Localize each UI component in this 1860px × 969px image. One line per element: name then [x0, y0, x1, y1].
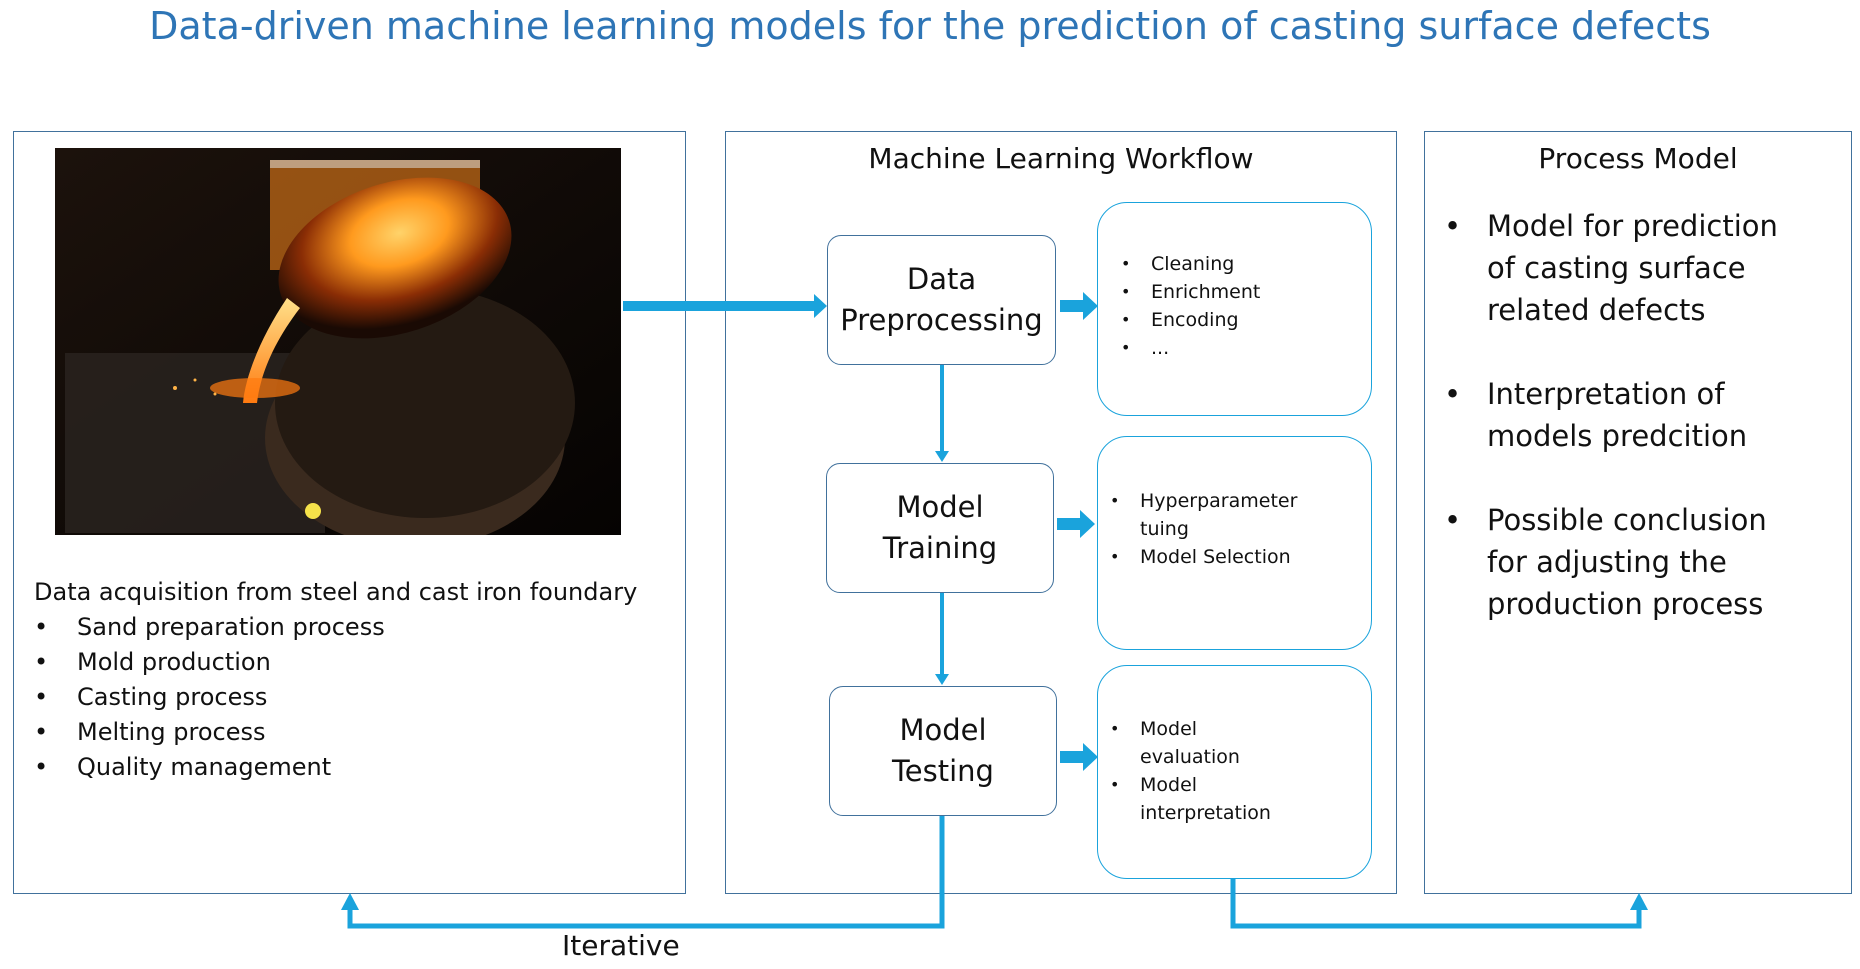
foundry-pouring-photo [55, 148, 621, 535]
acquisition-item: Casting process [34, 680, 637, 715]
diagram-title: Data-driven machine learning models for … [149, 4, 1711, 48]
acquisition-item: Quality management [34, 750, 637, 785]
detail-item: Model Selection [1098, 543, 1318, 571]
acquisition-item: Sand preparation process [34, 610, 637, 645]
arrow-to-process-model [1230, 879, 1642, 929]
detail-item: Model interpretation [1098, 771, 1298, 827]
detail-item: ... [1109, 334, 1371, 362]
testing-details: Model evaluation Model interpretation [1097, 665, 1372, 879]
acquisition-item: Melting process [34, 715, 637, 750]
detail-item: Encoding [1109, 306, 1371, 334]
workflow-title: Machine Learning Workflow [868, 142, 1254, 175]
ml-workflow-panel [725, 131, 1397, 894]
arrow-iterative-loop [347, 816, 945, 929]
data-acquisition-panel [13, 131, 686, 894]
preprocessing-details: Cleaning Enrichment Encoding ... [1097, 202, 1372, 416]
acquisition-list: Sand preparation process Mold production… [34, 610, 637, 785]
acquisition-item: Mold production [34, 645, 637, 680]
process-model-panel [1424, 131, 1852, 894]
arrow-testing-details [1060, 743, 1098, 771]
data-acquisition-text: Data acquisition from steel and cast iro… [34, 575, 637, 785]
arrow-preprocessing-details [1060, 292, 1098, 320]
process-model-item: Possible conclusion for adjusting the pr… [1444, 499, 1784, 625]
process-model-title: Process Model [1538, 142, 1738, 175]
arrow-training-details [1057, 510, 1095, 538]
training-details: Hyperparameter tuing Model Selection [1097, 436, 1372, 650]
arrow-preprocessing-training [940, 365, 944, 453]
arrow-to-preprocessing [623, 301, 815, 311]
detail-item: Cleaning [1109, 250, 1371, 278]
acquisition-heading: Data acquisition from steel and cast iro… [34, 578, 638, 606]
detail-item: Hyperparameter tuing [1098, 487, 1318, 543]
process-model-list: Model for prediction of casting surface … [1444, 205, 1784, 667]
process-model-item: Interpretation of models predcition [1444, 373, 1784, 457]
process-model-item: Model for prediction of casting surface … [1444, 205, 1784, 331]
arrow-training-testing [940, 593, 944, 676]
detail-item: Enrichment [1109, 278, 1371, 306]
detail-item: Model evaluation [1098, 715, 1298, 771]
iterative-label: Iterative [562, 929, 680, 962]
